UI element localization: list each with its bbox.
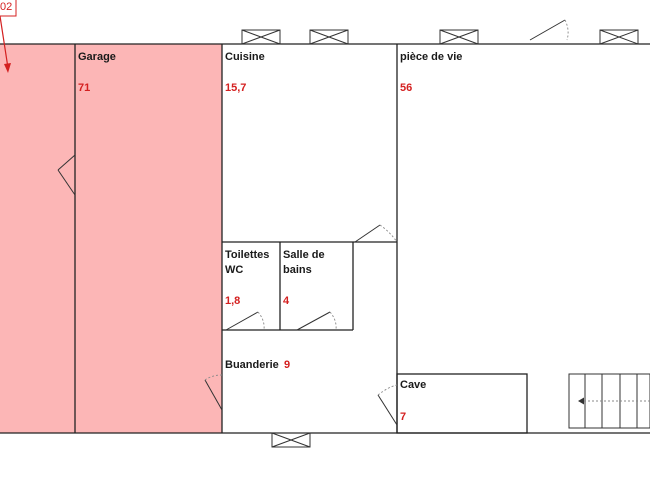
- door-icon: [529, 19, 569, 41]
- room-area-cuisine: 15,7: [225, 82, 246, 94]
- room-area-buanderie: 9: [284, 359, 290, 371]
- room-name-piece-de-vie: pièce de vie: [400, 51, 462, 63]
- garage-highlight: [0, 44, 222, 433]
- staircase: [568, 373, 650, 429]
- room-area-garage: 71: [78, 82, 90, 94]
- room-name-buanderie: Buanderie: [225, 359, 279, 371]
- window-icon: [241, 29, 281, 45]
- window-icon: [599, 29, 639, 45]
- cave-room: [396, 373, 528, 434]
- door-icon: [296, 311, 337, 331]
- door-icon: [354, 224, 398, 243]
- room-name-salle-de-bains-line1: Salle de: [283, 249, 325, 261]
- room-area-cave: 7: [400, 411, 406, 423]
- room-name-toilettes-line1: Toilettes: [225, 249, 269, 261]
- room-area-salle-de-bains: 4: [283, 295, 290, 307]
- door-icon: [204, 374, 223, 411]
- door-icon: [377, 384, 398, 426]
- window-icon: [271, 432, 311, 448]
- room-name-garage: Garage: [78, 51, 116, 63]
- callout-label: 02: [0, 1, 12, 13]
- room-area-toilettes: 1,8: [225, 295, 240, 307]
- callout-marker: 02: [0, 0, 17, 73]
- room-name-cuisine: Cuisine: [225, 51, 265, 63]
- door-icon: [57, 154, 76, 196]
- room-area-piece-de-vie: 56: [400, 82, 412, 94]
- room-name-cave: Cave: [400, 379, 426, 391]
- room-name-toilettes-line2: WC: [225, 264, 243, 276]
- room-name-salle-de-bains-line2: bains: [283, 264, 312, 276]
- door-icon: [225, 311, 265, 331]
- window-icon: [439, 29, 479, 45]
- window-icon: [309, 29, 349, 45]
